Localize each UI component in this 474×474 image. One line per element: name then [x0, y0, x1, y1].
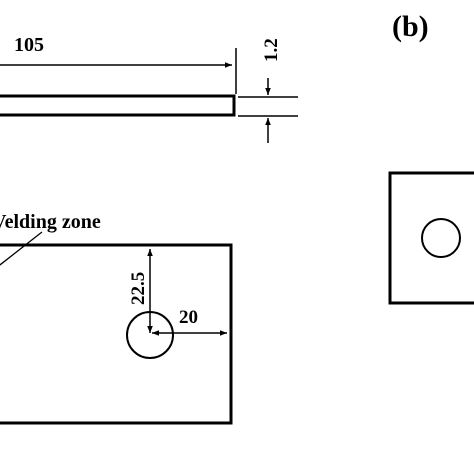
vertical-dimension-label: 22.5 [128, 272, 149, 305]
panel-b-plate [388, 171, 474, 305]
strip-side-view [0, 94, 236, 117]
welding-zone-label: Velding zone [0, 211, 101, 233]
panel-label: (b) [392, 10, 429, 43]
plate-outline [0, 243, 233, 425]
plate-top-view: Velding zone 22.5 20 [0, 211, 233, 425]
thickness-label: 1.2 [261, 38, 282, 62]
length-label: 105 [14, 34, 44, 56]
side-view: 105 1.2 [0, 34, 298, 143]
panel-b-plate-outline [388, 171, 474, 305]
panel-b-hole [421, 218, 461, 258]
horizontal-dimension-label: 20 [179, 307, 198, 328]
welding-zone-leader [0, 231, 43, 266]
